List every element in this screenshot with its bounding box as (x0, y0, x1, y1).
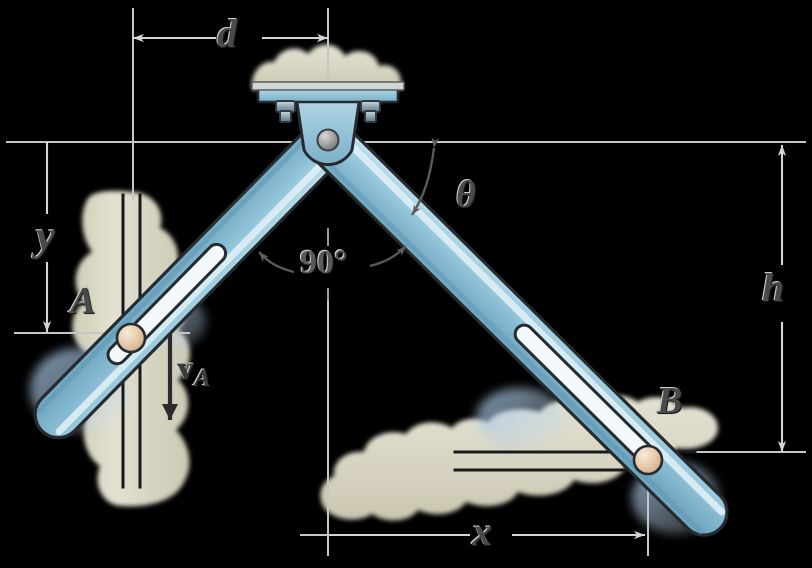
right-arm-highlight (335, 130, 726, 516)
angle-label-theta: θ (456, 174, 476, 216)
left-arm-highlight (55, 147, 338, 436)
overhead-bracket (251, 81, 405, 167)
dimension-arrows (42, 33, 787, 540)
right-arm-shade (315, 150, 704, 535)
bracket-bolt-right (360, 100, 381, 123)
bracket-bolt-left (275, 100, 296, 123)
theta-arc-path (410, 137, 440, 216)
slider-pin-a (115, 322, 147, 354)
theta-angle-arc (410, 137, 440, 216)
velocity-subscript: A (194, 365, 211, 392)
bracket-mount-face (251, 81, 405, 91)
left-arm-shade (36, 127, 317, 414)
dimension-label-h: h (762, 265, 785, 310)
right-angle-leader-left (258, 251, 295, 274)
velocity-label-a: vA (177, 350, 211, 392)
ceiling-blob (251, 44, 402, 90)
pin-label-b: B (657, 380, 683, 422)
dimension-label-y: y (36, 214, 55, 260)
pin-label-a: A (70, 280, 96, 322)
right-arm (309, 121, 729, 537)
slider-pin-b (632, 444, 664, 476)
dimension-label-d: d (217, 11, 237, 56)
dimension-label-x: x (472, 509, 492, 554)
shadow-mid-right (476, 388, 564, 448)
pivot-pin (316, 128, 340, 152)
velocity-symbol: v (177, 350, 194, 387)
right-angle-label: 90° (300, 244, 348, 281)
right-angle-leaders (258, 228, 407, 300)
right-angle-leader-right (369, 245, 407, 268)
